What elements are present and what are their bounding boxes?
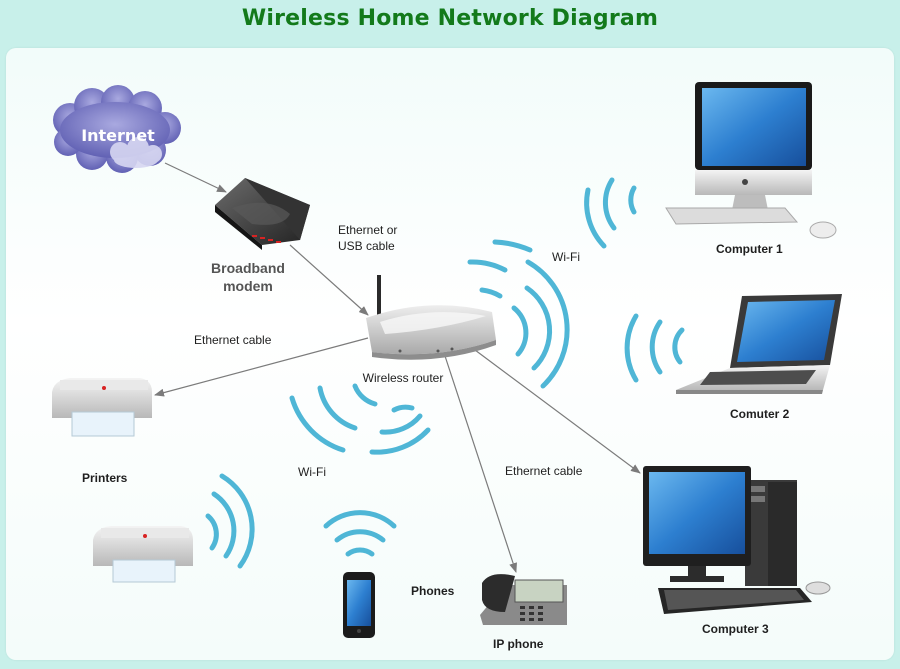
wifi-wave [369, 427, 431, 455]
node-label-phones: Phones [411, 584, 455, 598]
node-label-computer2: Comuter 2 [730, 407, 790, 421]
wifi-wave [649, 319, 663, 375]
wireless-router-icon [366, 275, 496, 360]
wifi-wave [219, 473, 255, 569]
node-label-router: Wireless router [362, 371, 444, 385]
internet-cloud-icon [53, 85, 181, 173]
computer-1-icon [665, 82, 837, 239]
page-title: Wireless Home Network Diagram [241, 6, 659, 31]
arrow-modem-router [289, 244, 369, 316]
wifi-wave [211, 491, 237, 559]
wifi-wave [628, 185, 637, 215]
edge-label-router-computer3: Ethernet cable [505, 464, 583, 478]
node-label-internet: Internet [81, 126, 155, 145]
wifi-wave [334, 529, 386, 543]
edge-label-router-printer: Ethernet cable [194, 333, 272, 347]
node-label-computer3: Computer 3 [702, 622, 769, 636]
node-label-printers: Printers [82, 471, 128, 485]
wifi-waves [205, 177, 685, 569]
wifi-label-left: Wi-Fi [298, 465, 326, 479]
node-label-modem: Broadband modem [211, 260, 285, 294]
wifi-wave [345, 547, 375, 557]
printer-icon-1 [52, 378, 152, 437]
arrow-internet-modem [164, 162, 227, 193]
wifi-wave [672, 327, 685, 365]
wifi-wave [479, 287, 503, 299]
computer-2-icon [676, 294, 842, 394]
broadband-modem-icon [215, 178, 310, 250]
arrow-router-printer [154, 337, 369, 397]
wifi-wave [492, 239, 533, 253]
arrow-router-ipphone [444, 355, 517, 573]
ip-phone-icon [480, 574, 567, 625]
wifi-wave [379, 413, 423, 435]
smartphone-icon [343, 572, 375, 638]
wifi-wave [323, 510, 397, 529]
wifi-wave [624, 313, 639, 383]
wifi-wave [524, 285, 553, 371]
printer-icon-2 [93, 526, 193, 583]
wifi-wave [352, 383, 378, 407]
node-label-computer1: Computer 1 [716, 242, 783, 256]
wifi-wave [289, 395, 346, 453]
wifi-wave [317, 385, 358, 431]
wifi-wave [584, 187, 607, 249]
computer-3-icon [643, 466, 831, 614]
wifi-wave [602, 177, 617, 231]
wifi-wave [511, 305, 529, 357]
arrow-router-computer3 [474, 349, 641, 474]
node-label-ip-phone: IP phone [493, 637, 544, 651]
wifi-label-top: Wi-Fi [552, 250, 580, 264]
connection-arrows [154, 162, 641, 573]
edge-label-modem-router: Ethernet or USB cable [338, 223, 398, 253]
wifi-wave [205, 513, 219, 551]
wifi-wave [525, 259, 570, 389]
wifi-wave [467, 259, 508, 273]
wifi-wave [391, 404, 415, 413]
